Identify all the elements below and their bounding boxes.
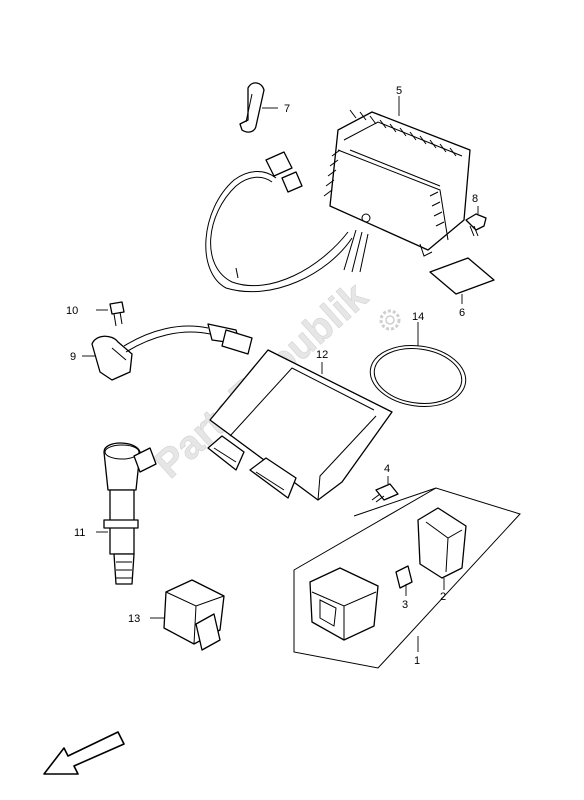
fuse-box-cover-part [417, 507, 467, 590]
callout-12: 12 [316, 349, 328, 361]
fuse-box-assembly [293, 487, 521, 669]
screw-part [465, 206, 487, 237]
callout-3: 3 [402, 599, 408, 611]
callout-9: 9 [70, 351, 76, 363]
clamp-part [239, 82, 278, 133]
callout-5: 5 [396, 85, 402, 97]
callout-10: 10 [66, 305, 78, 317]
pad-part [429, 257, 495, 304]
callout-14: 14 [412, 311, 424, 323]
callout-11: 11 [74, 527, 85, 539]
callout-13: 13 [128, 613, 140, 625]
relay-part [150, 579, 225, 651]
ecm-part [207, 349, 393, 501]
callout-2: 2 [440, 591, 446, 603]
bolt-upper-part [96, 301, 125, 327]
callout-7: 7 [284, 103, 290, 115]
callout-labels: 7 5 8 6 10 14 9 12 4 11 2 3 13 1 [66, 85, 478, 667]
fuse-part [395, 565, 413, 596]
o-ring-part [369, 322, 467, 407]
front-direction-arrow-icon [43, 731, 125, 775]
sensor-part [82, 323, 253, 381]
callout-6: 6 [459, 307, 465, 319]
bolt-lower-part [371, 476, 399, 503]
callout-8: 8 [472, 193, 478, 205]
fuse-box-body-part [309, 567, 379, 641]
callout-1: 1 [414, 655, 420, 667]
regulator-fins [323, 109, 457, 227]
ignition-coil-part [96, 442, 157, 585]
gear-icon [379, 309, 401, 331]
callout-4: 4 [384, 463, 390, 475]
regulator-part [205, 96, 471, 293]
